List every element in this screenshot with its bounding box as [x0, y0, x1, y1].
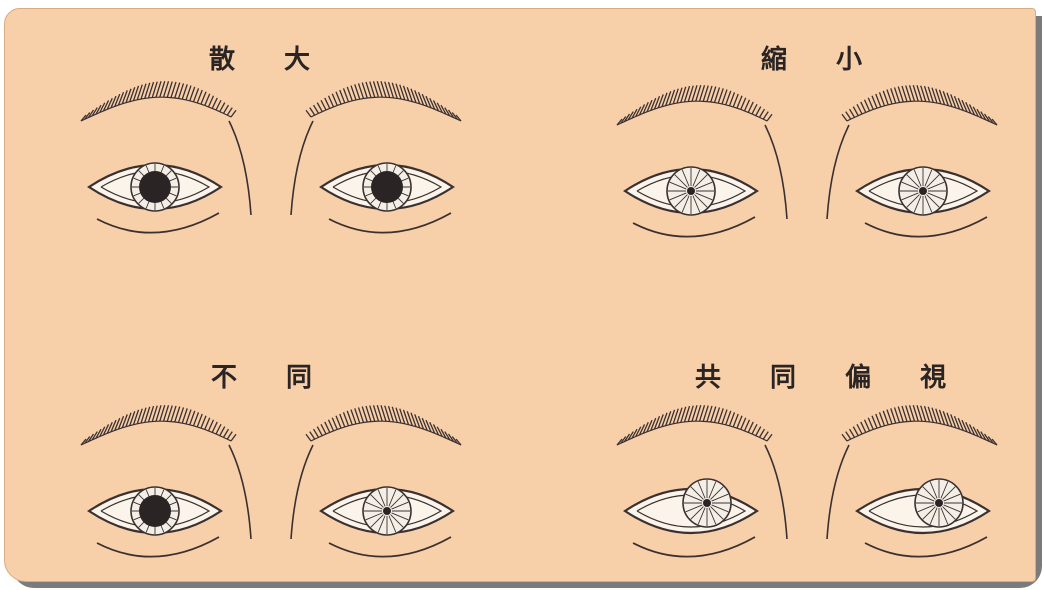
left-nose-line [229, 121, 251, 215]
face-dilated [71, 77, 471, 247]
left-nose-line [765, 125, 787, 219]
left-eye [625, 479, 757, 557]
right-lower-crease [329, 537, 451, 557]
pupil-diagram-card: 散 大 縮 小 不 同 共 同 偏 視 [4, 8, 1036, 582]
left-pupil [139, 171, 171, 203]
left-eye [89, 163, 221, 233]
label-constricted: 縮 小 [761, 39, 882, 76]
right-lower-crease [865, 217, 987, 237]
right-eye [857, 479, 989, 557]
right-nose-line [291, 445, 313, 539]
face-constricted [607, 81, 1007, 251]
left-pupil [139, 495, 171, 527]
left-lower-crease [633, 217, 755, 237]
right-nose-line [827, 125, 849, 219]
right-lower-crease [329, 213, 451, 233]
left-nose-line [229, 445, 251, 539]
right-nose-line [827, 445, 849, 539]
right-pupil [935, 499, 943, 507]
right-eye [321, 163, 453, 233]
left-lower-crease [633, 537, 755, 557]
left-nose-line [765, 445, 787, 539]
right-pupil [383, 507, 391, 515]
left-lower-crease [97, 213, 219, 233]
right-nose-line [291, 121, 313, 215]
left-eye [625, 167, 757, 237]
left-lower-crease [97, 537, 219, 557]
left-pupil [703, 499, 711, 507]
right-eye [321, 487, 453, 557]
right-eye [857, 167, 989, 237]
label-unequal: 不 同 [211, 357, 332, 394]
right-pupil [371, 171, 403, 203]
label-conjugate-deviation: 共 同 偏 視 [695, 357, 966, 394]
right-lower-crease [865, 537, 987, 557]
face-conjugate-deviation [607, 401, 1007, 571]
right-pupil [919, 187, 927, 195]
face-unequal [71, 401, 471, 571]
label-dilated: 散 大 [209, 39, 330, 76]
left-eye [89, 487, 221, 557]
left-pupil [687, 187, 695, 195]
